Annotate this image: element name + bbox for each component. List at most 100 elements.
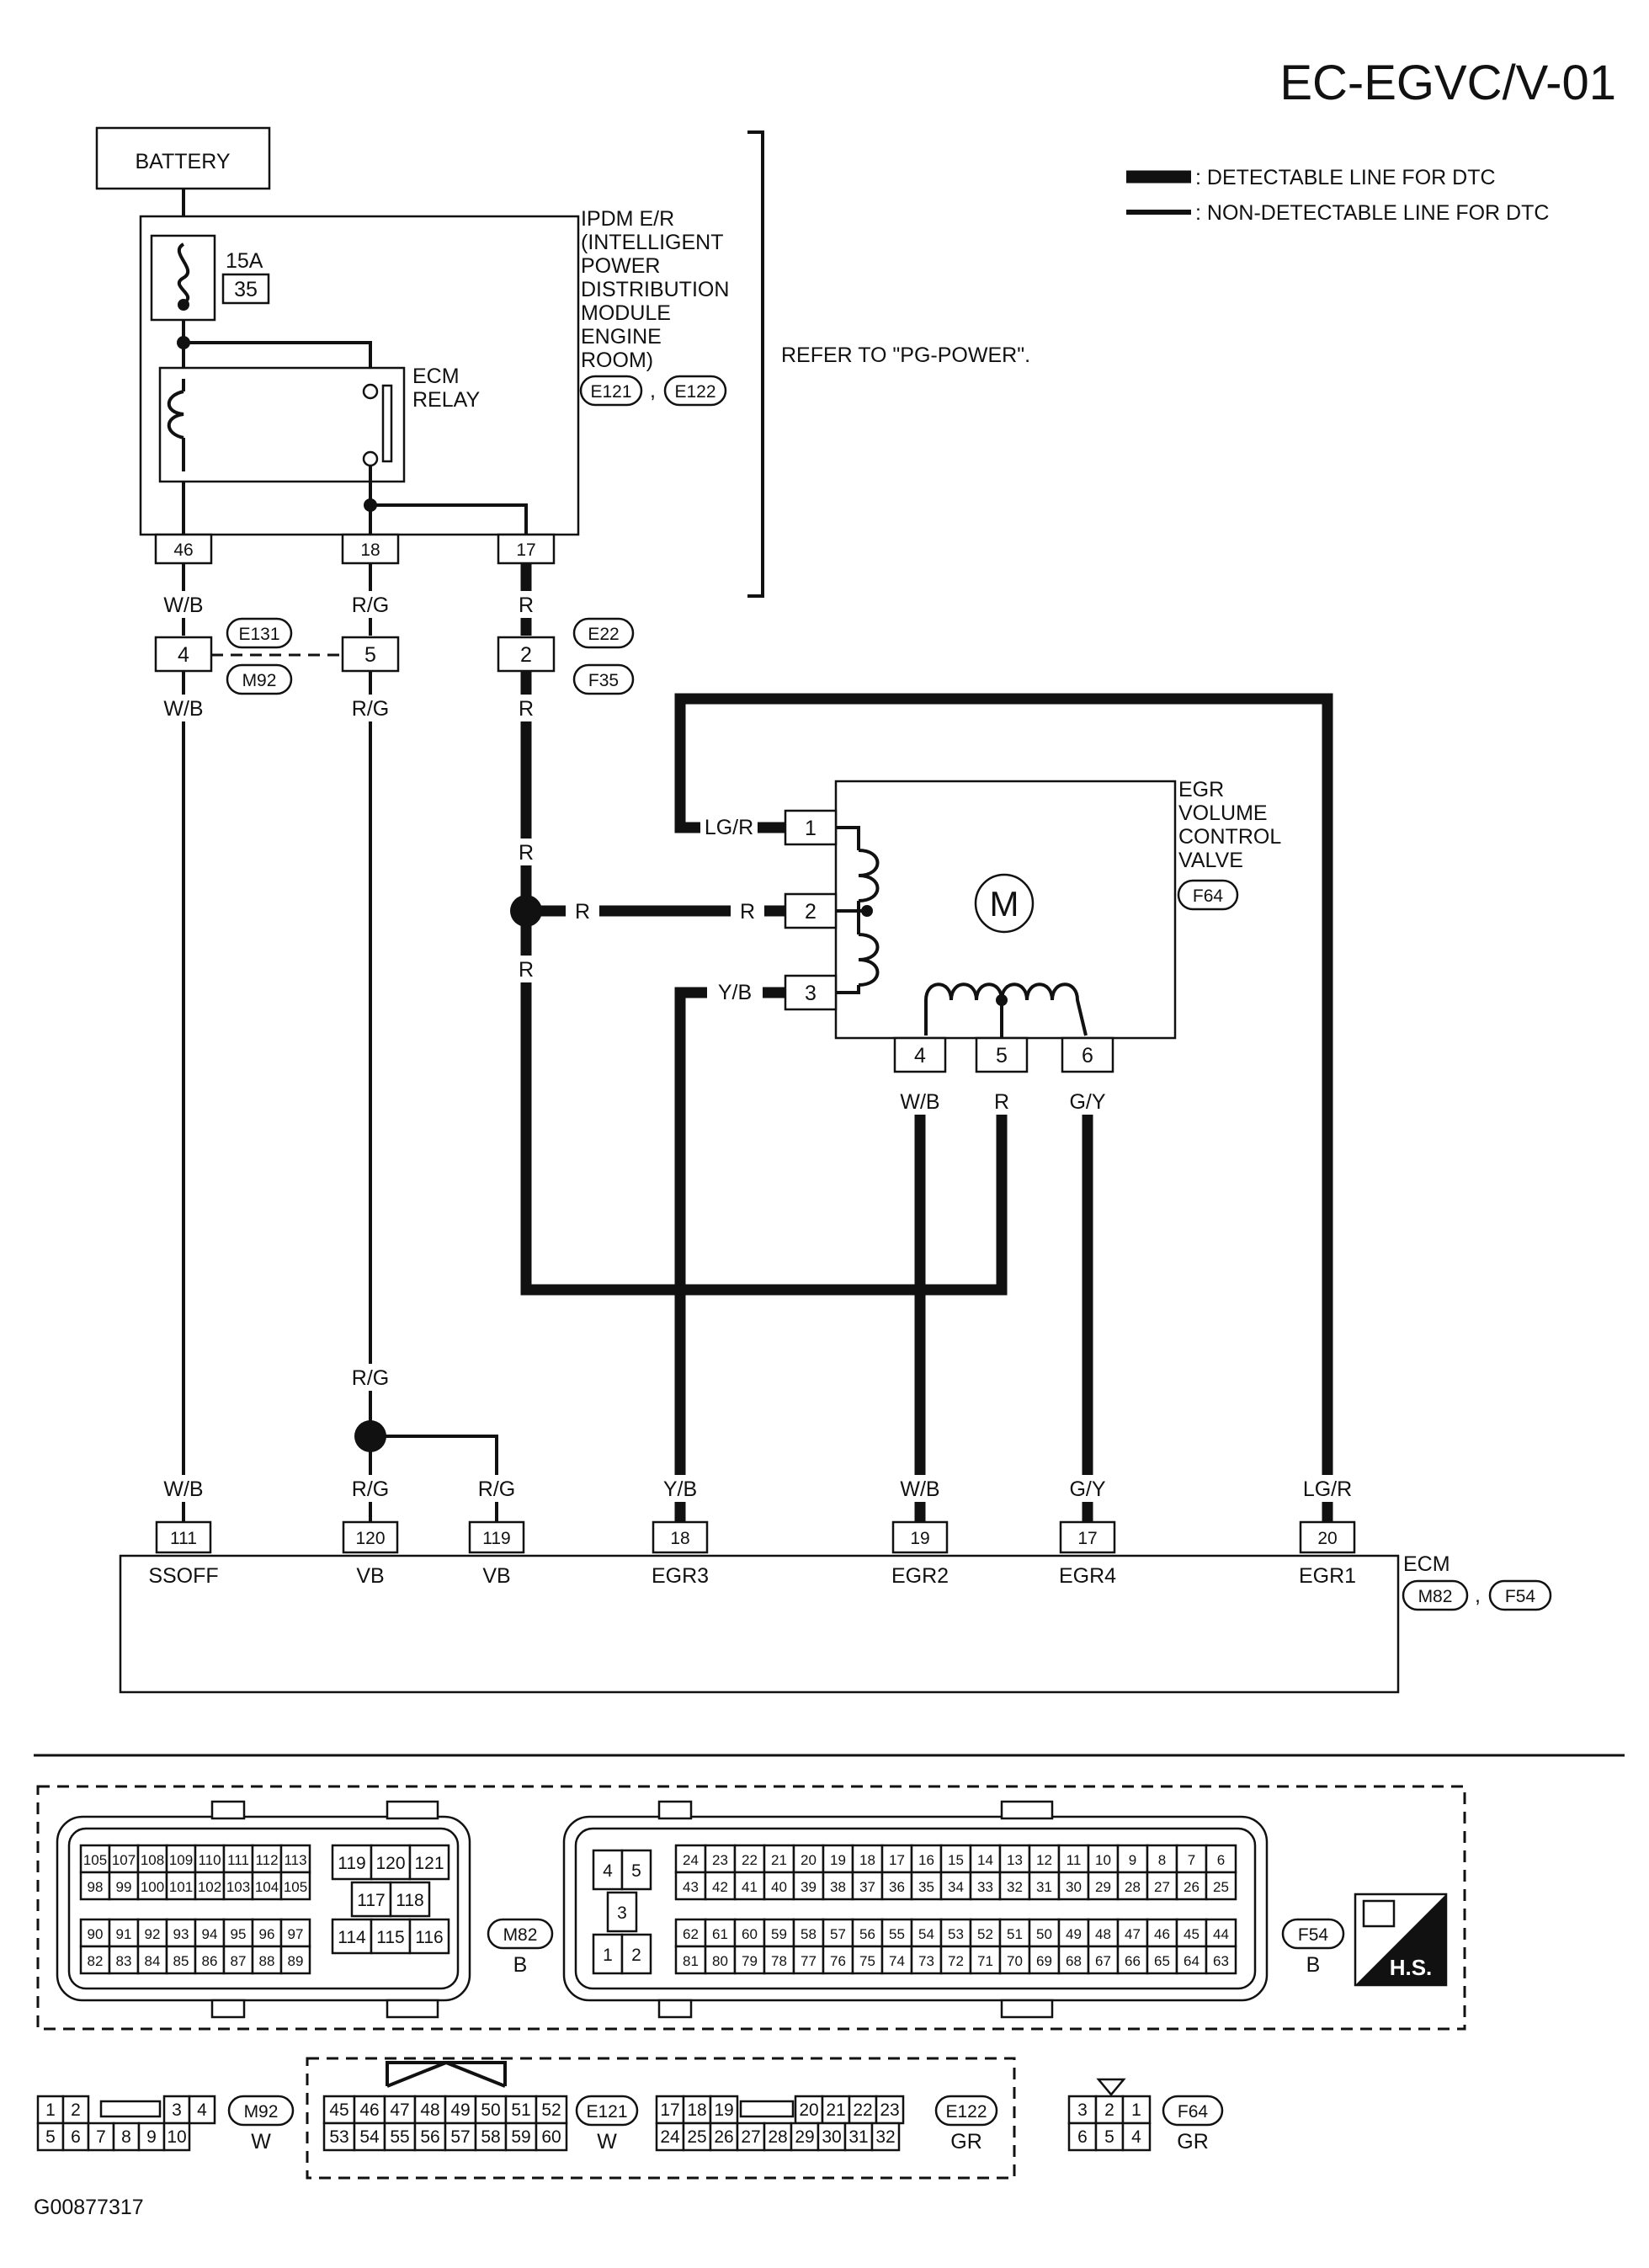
ipdm-line: DISTRIBUTION	[581, 278, 729, 301]
relay-feed-wire	[184, 341, 372, 377]
ecm-terminal-label: EGR1	[1299, 1564, 1356, 1588]
hs-icon	[1362, 1899, 1396, 1928]
connector-e122-tag	[934, 2095, 998, 2127]
connector-e121-tag	[579, 375, 643, 407]
pin-cell	[969, 1918, 1002, 1948]
pin-number: 34	[948, 1879, 964, 1895]
connector-f54-tag	[1281, 1918, 1345, 1950]
pin-number: 4	[197, 2100, 207, 2120]
wire-label: G/Y	[1069, 1090, 1105, 1114]
ecm-pin-number: 17	[1077, 1529, 1097, 1548]
connector-f64-tag	[1177, 879, 1239, 911]
wire-label-bg	[345, 695, 396, 721]
pin-cell	[1028, 1871, 1061, 1901]
pin-number: 114	[338, 1928, 366, 1947]
pin-number: 30	[822, 2127, 841, 2147]
wire-label-bg	[513, 695, 539, 721]
pin-number: 52	[541, 2100, 561, 2120]
comma: ,	[1475, 1584, 1481, 1607]
ipdm-line: ENGINE	[581, 325, 662, 349]
legend-non-detectable: : NON-DETECTABLE LINE FOR DTC	[1195, 201, 1549, 225]
pin-cell	[504, 2122, 538, 2152]
pin-cell	[736, 2122, 766, 2152]
pin-number: 1	[1131, 2100, 1141, 2120]
pin-number: 83	[116, 1953, 132, 1969]
pin-number: 57	[450, 2127, 470, 2147]
ecm-pin-number: 18	[670, 1529, 689, 1548]
pin-cell	[389, 1881, 431, 1918]
pin-number: 80	[712, 1953, 728, 1969]
pin-cell	[792, 1844, 825, 1874]
wire-label-bg	[160, 1475, 207, 1502]
wire-label-bg	[566, 897, 599, 924]
connector-f54-color: B	[1306, 1953, 1321, 1977]
valve-pin-4: 4	[914, 1044, 926, 1067]
pin-cell	[165, 1945, 197, 1975]
connector-m82-label: M82	[1418, 1587, 1453, 1606]
wire-label-bg	[345, 1364, 396, 1391]
pin-number: 7	[1188, 1852, 1195, 1868]
wire-label-bg	[700, 813, 758, 840]
pin-number: 12	[1036, 1852, 1052, 1868]
battery-label: BATTERY	[136, 150, 231, 173]
pin-number: 26	[714, 2127, 733, 2147]
connector-m92-tag	[227, 2095, 295, 2127]
pin-number: 20	[799, 2100, 818, 2120]
pin-number: 92	[145, 1926, 161, 1942]
valve-pin-4-box	[893, 1036, 947, 1073]
pin-number: 59	[771, 1926, 787, 1942]
fuse-number-box	[221, 273, 270, 305]
pin-cell	[709, 2122, 739, 2152]
connector-e122-view-label: E122	[945, 2102, 987, 2122]
pin-cell	[370, 1844, 412, 1881]
pin-number: 65	[1154, 1953, 1170, 1969]
pin-cell	[1205, 1871, 1237, 1901]
connector-e121-label: E121	[590, 382, 631, 402]
connector-e131-label: E131	[238, 625, 279, 644]
pin-number: 104	[255, 1879, 279, 1895]
pin-cell	[353, 2122, 386, 2152]
connector-m92-view-label: M92	[244, 2102, 279, 2122]
pin-cell	[370, 1918, 412, 1955]
pin-number: 36	[889, 1879, 905, 1895]
pin-number: 103	[226, 1879, 250, 1895]
relay-contact-top	[362, 383, 379, 400]
pin-number: 87	[231, 1953, 247, 1969]
connector-m92-label: M92	[242, 671, 277, 690]
pin-number: 71	[977, 1953, 993, 1969]
wire-label: LG/R	[1303, 1477, 1352, 1501]
ecm-pin-number: 120	[355, 1529, 385, 1548]
relay-label-line: RELAY	[412, 388, 480, 412]
pin-cell	[592, 1849, 624, 1891]
ecm-terminals: 111SSOFF120VB119VB18EGR319EGR217EGR420EG…	[148, 1520, 1356, 1588]
pin-number: 67	[1095, 1953, 1111, 1969]
valve-left-pins: 1 2 3	[784, 809, 838, 1011]
fuse-dot	[178, 299, 189, 311]
connector-latch	[210, 1800, 246, 1820]
wire-label: W/B	[900, 1090, 939, 1114]
pin-number: 70	[1007, 1953, 1023, 1969]
connector-f64-view-label: F64	[1178, 2102, 1209, 2122]
pin-cell	[331, 1918, 373, 1955]
wire-yb-to-ecm18	[674, 987, 785, 1522]
pin-number: 45	[329, 2100, 348, 2120]
pin-number: 50	[1036, 1926, 1052, 1942]
pin-number: 55	[390, 2127, 409, 2147]
pin-number: 81	[683, 1953, 699, 1969]
wire-label-bg	[160, 591, 207, 618]
connector-latch	[657, 1999, 693, 2019]
pin-number: 42	[712, 1879, 728, 1895]
pin-number: 91	[116, 1926, 132, 1942]
pin-cell	[222, 1945, 254, 1975]
pin-number: 22	[853, 2100, 872, 2120]
pin-cell	[188, 2095, 216, 2125]
pin-number: 54	[359, 2127, 380, 2147]
connector-f35-tag	[572, 663, 635, 695]
